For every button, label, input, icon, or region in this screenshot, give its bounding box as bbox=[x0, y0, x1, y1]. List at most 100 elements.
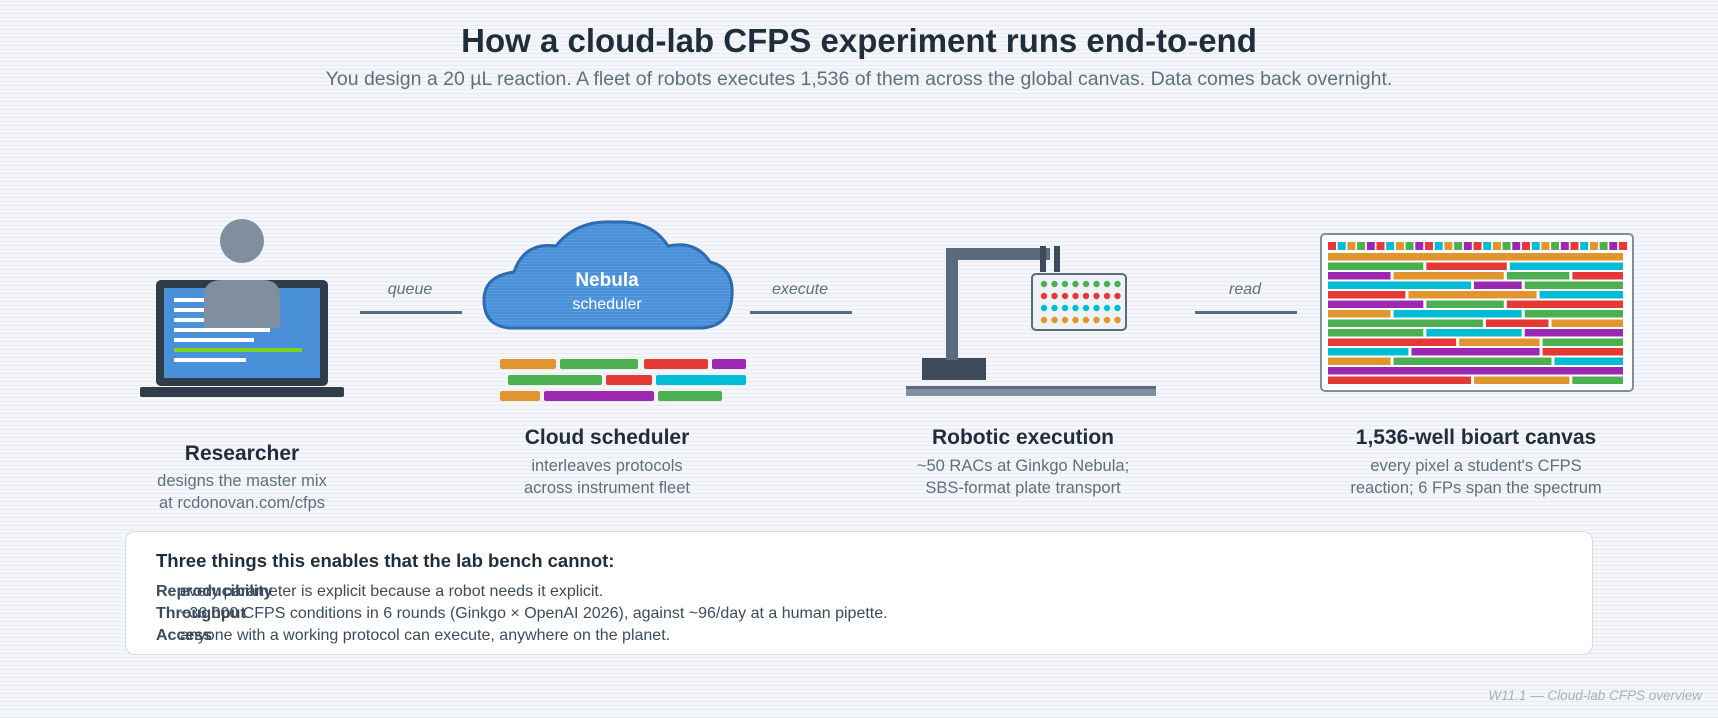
canvas-row-segment bbox=[1474, 376, 1570, 384]
plate-well bbox=[1093, 304, 1100, 312]
canvas-pixel bbox=[1492, 242, 1501, 250]
canvas-pixel bbox=[1580, 242, 1589, 250]
canvas-row-segment bbox=[1408, 291, 1537, 299]
plate-well bbox=[1061, 304, 1069, 312]
canvas-pixel bbox=[1434, 242, 1443, 250]
canvas-row-segment bbox=[1328, 310, 1391, 318]
canvas-pixel bbox=[1541, 242, 1550, 250]
plate-well bbox=[1051, 280, 1058, 288]
canvas-pixel bbox=[1444, 242, 1453, 250]
plate-well bbox=[1114, 292, 1121, 300]
canvas-row-segment bbox=[1554, 357, 1623, 365]
robot-title: Robotic execution bbox=[931, 426, 1115, 449]
plate-well bbox=[1082, 280, 1090, 288]
canvas-pixel bbox=[1337, 242, 1346, 250]
canvas-pixel bbox=[1570, 242, 1579, 250]
canvas-pixel bbox=[1531, 242, 1540, 250]
plate-well bbox=[1082, 316, 1090, 324]
researcher-desc-line1: designs the master mix bbox=[157, 472, 327, 490]
plate-well bbox=[1114, 316, 1121, 324]
canvas-row-segment bbox=[1524, 329, 1623, 337]
connector-read-line bbox=[1195, 311, 1297, 314]
canvas-row-segment bbox=[1328, 348, 1409, 356]
plate-well bbox=[1093, 316, 1100, 324]
benefits-panel: Three things this enables that the lab b… bbox=[125, 531, 1593, 655]
plate-well bbox=[1072, 304, 1079, 312]
robot-desc-line1: ~50 RACs at Ginkgo Nebula; bbox=[916, 457, 1130, 475]
canvas-desc-line2: reaction; 6 FPs span the spectrum bbox=[1350, 479, 1602, 497]
benefit-text: anyone with a working protocol can execu… bbox=[180, 627, 671, 644]
scheduler-desc-line2: across instrument fleet bbox=[524, 479, 690, 497]
canvas-row-segment bbox=[1328, 262, 1424, 270]
plate-well bbox=[1040, 304, 1048, 312]
robot-arm-icon bbox=[906, 246, 1156, 396]
connector-execute-label: execute bbox=[771, 281, 829, 298]
canvas-row-segment bbox=[1474, 281, 1522, 289]
plate-well bbox=[1051, 304, 1058, 312]
canvas-pixel bbox=[1366, 242, 1375, 250]
benefit-text: ~36,000 CFPS conditions in 6 rounds (Gin… bbox=[180, 605, 888, 622]
canvas-row-segment bbox=[1509, 262, 1623, 270]
canvas-row-segment bbox=[1328, 376, 1472, 384]
cloud-icon bbox=[482, 220, 734, 330]
researcher-desc-line2: at rcdonovan.com/cfps bbox=[159, 494, 325, 512]
canvas-row-segment bbox=[1539, 291, 1623, 299]
canvas-row-segment bbox=[1572, 376, 1623, 384]
connector-execute-line bbox=[750, 311, 852, 314]
plate-well bbox=[1072, 316, 1079, 324]
canvas-row-segment bbox=[1572, 272, 1623, 280]
canvas-pixel bbox=[1328, 242, 1336, 250]
canvas-row-segment bbox=[1551, 319, 1623, 327]
canvas-row-segment bbox=[1328, 367, 1623, 375]
canvas-row-segment bbox=[1328, 319, 1483, 327]
canvas-pixel bbox=[1609, 242, 1618, 250]
plate-well bbox=[1114, 304, 1121, 312]
benefit-text: every parameter is explicit because a ro… bbox=[180, 583, 604, 600]
connector-read-label: read bbox=[1228, 281, 1262, 298]
canvas-pixel bbox=[1599, 242, 1608, 250]
page-subtitle: You design a 20 µL reaction. A fleet of … bbox=[325, 68, 1393, 90]
canvas-pixel bbox=[1425, 242, 1433, 250]
canvas-row-segment bbox=[1328, 329, 1424, 337]
canvas-row-segment bbox=[1411, 348, 1540, 356]
benefit-label: Throughput bbox=[156, 605, 246, 622]
canvas-row-segment bbox=[1328, 291, 1406, 299]
bioart-canvas-icon bbox=[1320, 233, 1634, 392]
protocol-queue-bars bbox=[500, 359, 746, 401]
canvas-pixel bbox=[1522, 242, 1530, 250]
canvas-row-segment bbox=[1506, 300, 1623, 308]
plate-well bbox=[1040, 292, 1048, 300]
canvas-row-segment bbox=[1393, 357, 1552, 365]
canvas-row-segment bbox=[1328, 300, 1424, 308]
canvas-row-segment bbox=[1328, 281, 1472, 289]
plate-well bbox=[1114, 280, 1121, 288]
researcher-laptop-icon bbox=[140, 219, 344, 397]
canvas-pixel bbox=[1619, 242, 1627, 250]
plate-well bbox=[1051, 292, 1058, 300]
plate-well bbox=[1072, 292, 1079, 300]
canvas-row-segment bbox=[1393, 310, 1522, 318]
canvas-row-segment bbox=[1459, 338, 1540, 346]
robot-desc-line2: SBS-format plate transport bbox=[925, 479, 1121, 497]
plate-well bbox=[1061, 280, 1069, 288]
scheduler-title: Cloud scheduler bbox=[524, 426, 690, 449]
canvas-pixel bbox=[1386, 242, 1395, 250]
canvas-pixel bbox=[1463, 242, 1472, 250]
canvas-desc-line1: every pixel a student's CFPS bbox=[1370, 457, 1582, 475]
canvas-pixel bbox=[1502, 242, 1511, 250]
page-title: How a cloud-lab CFPS experiment runs end… bbox=[461, 22, 1257, 59]
plate-well bbox=[1103, 292, 1111, 300]
benefit-label: Access bbox=[156, 627, 213, 644]
canvas-row-segment bbox=[1426, 300, 1504, 308]
slide-footer: W11.1 — Cloud-lab CFPS overview bbox=[1488, 688, 1702, 703]
canvas-pixel bbox=[1473, 242, 1482, 250]
cloud-name: Nebula bbox=[575, 270, 639, 291]
canvas-pixel bbox=[1454, 242, 1463, 250]
canvas-row-segment bbox=[1485, 319, 1549, 327]
scheduler-desc-line1: interleaves protocols bbox=[531, 457, 683, 475]
plate-well bbox=[1072, 280, 1079, 288]
canvas-pixel bbox=[1376, 242, 1385, 250]
plate-well bbox=[1061, 292, 1069, 300]
canvas-pixel bbox=[1405, 242, 1414, 250]
canvas-row-segment bbox=[1393, 272, 1504, 280]
